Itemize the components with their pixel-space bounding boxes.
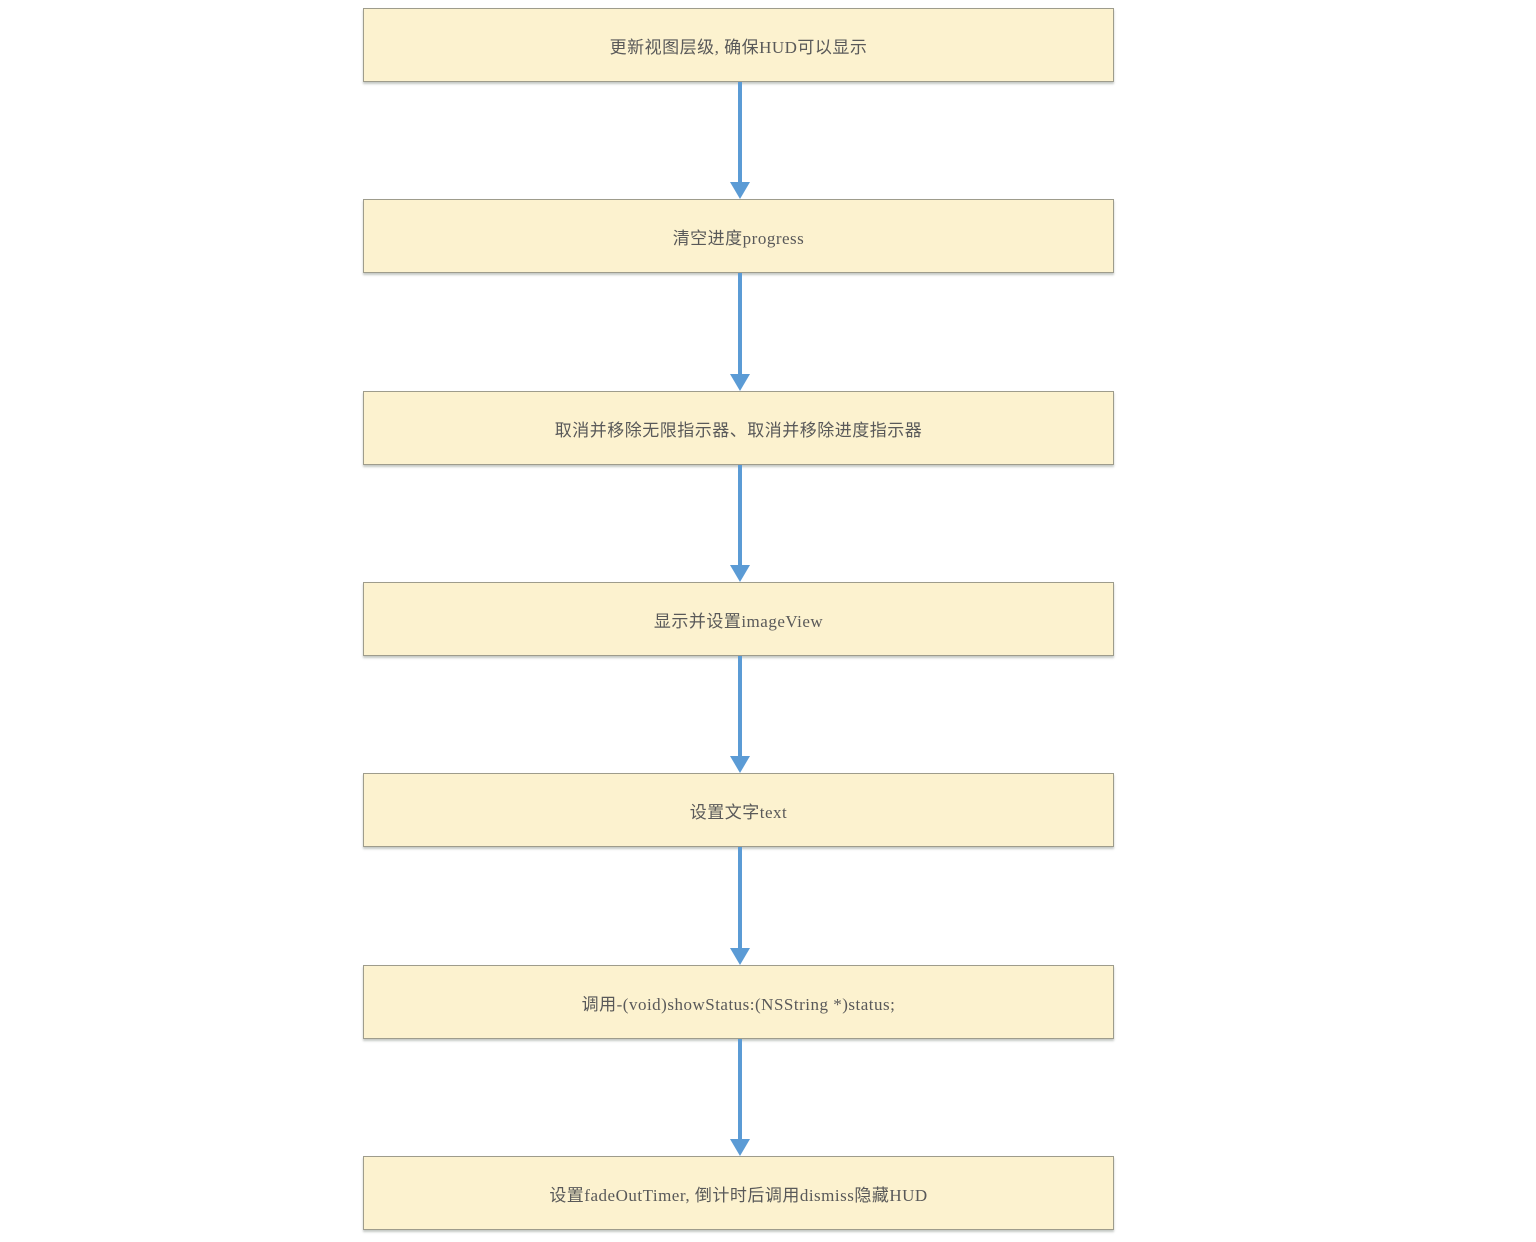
arrow-head-icon <box>729 1139 750 1156</box>
node-label: 清空进度progress <box>672 228 805 248</box>
arrow-head-icon <box>729 756 750 773</box>
flowchart-node-call-showstatus: 调用-(void)showStatus:(NSString *)status; <box>363 965 1114 1039</box>
arrow-head-icon <box>729 948 750 965</box>
arrow-shaft <box>737 656 742 756</box>
node-label: 设置fadeOutTimer, 倒计时后调用dismiss隐藏HUD <box>549 1185 928 1205</box>
flowchart-node-set-fadeouttimer: 设置fadeOutTimer, 倒计时后调用dismiss隐藏HUD <box>363 1156 1114 1230</box>
flow-arrow-down <box>729 847 750 965</box>
arrow-shaft <box>737 82 742 182</box>
arrow-shaft <box>737 273 742 374</box>
flowchart-node-clear-progress: 清空进度progress <box>363 199 1114 273</box>
arrow-shaft <box>737 1039 742 1139</box>
node-label: 设置文字text <box>689 802 788 822</box>
arrow-shaft <box>737 465 742 565</box>
arrow-head-icon <box>729 182 750 199</box>
flowchart-node-cancel-indicators: 取消并移除无限指示器、取消并移除进度指示器 <box>363 391 1114 465</box>
flow-arrow-down <box>729 1039 750 1156</box>
flowchart-node-update-view-hierarchy: 更新视图层级, 确保HUD可以显示 <box>363 8 1114 82</box>
arrow-shaft <box>737 847 742 948</box>
flow-arrow-down <box>729 656 750 773</box>
flowchart-node-set-text: 设置文字text <box>363 773 1114 847</box>
node-label: 更新视图层级, 确保HUD可以显示 <box>609 37 868 57</box>
flow-arrow-down <box>729 273 750 391</box>
node-label: 显示并设置imageView <box>653 611 824 631</box>
arrow-head-icon <box>729 565 750 582</box>
flow-arrow-down <box>729 82 750 199</box>
node-label: 调用-(void)showStatus:(NSString *)status; <box>581 994 896 1014</box>
flow-arrow-down <box>729 465 750 582</box>
arrow-head-icon <box>729 374 750 391</box>
node-label: 取消并移除无限指示器、取消并移除进度指示器 <box>554 420 923 440</box>
flowchart-node-set-imageview: 显示并设置imageView <box>363 582 1114 656</box>
